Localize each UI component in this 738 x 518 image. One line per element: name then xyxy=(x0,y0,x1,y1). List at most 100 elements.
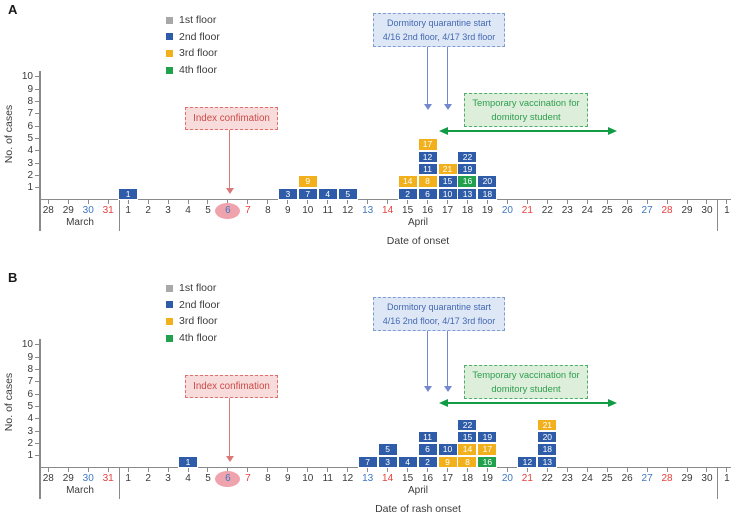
legend-item-1st-floor: 1st floor xyxy=(166,280,220,297)
legend-label: 3rd floor xyxy=(179,47,218,60)
case-box: 10 xyxy=(437,187,458,200)
x-tick-label: 26 xyxy=(621,204,633,216)
x-tick xyxy=(427,200,429,204)
x-tick-label: 1 xyxy=(125,204,131,216)
x-tick xyxy=(187,200,189,204)
x-tick-label: 11 xyxy=(322,204,333,216)
x-tick-label: 28 xyxy=(661,472,673,484)
case-box: 8 xyxy=(457,455,478,468)
case-box: 6 xyxy=(417,443,438,456)
quarantine-text-line1: Dormitory quarantine start xyxy=(386,302,492,312)
case-box: 17 xyxy=(477,443,498,456)
case-box: 10 xyxy=(437,443,458,456)
y-tick-label: 7 xyxy=(27,376,33,388)
x-tick-label: 4 xyxy=(185,472,191,484)
quarantine-callout: Dormitory quarantine start 4/16 2nd floo… xyxy=(373,297,505,331)
y-tick-label: 6 xyxy=(27,120,33,132)
x-tick xyxy=(367,468,369,472)
x-tick xyxy=(586,468,588,472)
quarantine-text-line2: 4/16 2nd floor, 4/17 3rd floor xyxy=(382,316,496,326)
case-box: 7 xyxy=(297,187,318,200)
legend-label: 3rd floor xyxy=(179,315,218,328)
quarantine-text-line1: Dormitory quarantine start xyxy=(386,18,492,28)
month-separator xyxy=(716,200,718,231)
x-tick-label: 2 xyxy=(145,472,151,484)
x-tick-label: 23 xyxy=(561,472,573,484)
x-tick xyxy=(207,200,209,204)
x-tick xyxy=(207,468,209,472)
panel-a: A 1st floor 2nd floor 3rd floor 4th floo… xyxy=(3,2,731,247)
x-tick-label: 19 xyxy=(481,204,493,216)
x-tick xyxy=(466,468,468,472)
month-label-april: April xyxy=(407,485,428,496)
x-tick-label: 23 xyxy=(561,204,573,216)
x-tick xyxy=(247,200,249,204)
legend-swatch-2nd-floor-icon xyxy=(166,301,173,309)
x-tick xyxy=(287,468,289,472)
panel-b-label: B xyxy=(8,270,18,285)
x-tick-label: 7 xyxy=(245,472,251,484)
x-tick-label: 30 xyxy=(701,472,713,484)
x-tick xyxy=(506,468,508,472)
vaccination-callout: Temporary vaccination for domitory stude… xyxy=(464,365,588,399)
legend-item-4th-floor: 4th floor xyxy=(166,62,220,79)
x-tick-label: 30 xyxy=(82,204,94,216)
y-tick-label: 4 xyxy=(27,413,33,425)
x-tick-label: 29 xyxy=(681,472,693,484)
x-tick xyxy=(506,200,508,204)
x-tick xyxy=(407,468,409,472)
legend-label: 2nd floor xyxy=(179,30,220,43)
x-tick xyxy=(666,468,668,472)
x-tick-label: 15 xyxy=(402,204,414,216)
y-tick xyxy=(35,174,40,176)
y-tick-label: 8 xyxy=(27,363,33,375)
index-confirmation-text: Index confimation xyxy=(193,381,270,392)
x-tick-label: 1 xyxy=(125,472,131,484)
case-box: 5 xyxy=(377,443,398,456)
case-box: 3 xyxy=(377,455,398,468)
index-arrow xyxy=(229,130,231,188)
case-box: 18 xyxy=(477,187,498,200)
legend-swatch-4th-floor-icon xyxy=(166,334,173,342)
quarantine-arrowhead xyxy=(443,386,452,392)
legend-item-2nd-floor: 2nd floor xyxy=(166,29,220,46)
y-tick xyxy=(35,100,40,102)
legend-swatch-1st-floor-icon xyxy=(166,284,173,292)
x-tick-label: 6 xyxy=(225,204,231,216)
x-tick xyxy=(347,468,349,472)
x-tick-label: 31 xyxy=(102,204,114,216)
case-box: 1 xyxy=(178,455,199,468)
x-tick xyxy=(447,200,448,204)
x-tick-label: 16 xyxy=(421,472,434,484)
y-tick xyxy=(35,430,40,432)
x-tick xyxy=(447,468,448,472)
y-tick xyxy=(35,150,40,152)
x-tick xyxy=(327,468,329,472)
x-tick xyxy=(67,200,69,204)
quarantine-arrow xyxy=(426,331,429,386)
x-tick xyxy=(466,200,468,204)
x-tick xyxy=(267,468,269,472)
legend-item-2nd-floor: 2nd floor xyxy=(166,297,220,314)
month-label-april: April xyxy=(407,217,428,228)
x-tick-label: 28 xyxy=(661,204,673,216)
x-tick xyxy=(87,468,89,472)
legend-swatch-2nd-floor-icon xyxy=(166,33,173,41)
x-tick-label: 15 xyxy=(402,472,414,484)
quarantine-arrowhead xyxy=(443,104,452,110)
x-tick-label: 14 xyxy=(382,204,394,216)
x-tick xyxy=(686,200,688,204)
legend-item-4th-floor: 4th floor xyxy=(166,330,220,347)
x-tick xyxy=(287,200,289,204)
case-box: 2 xyxy=(417,455,438,468)
x-tick-label: 9 xyxy=(285,472,291,484)
quarantine-arrowhead xyxy=(423,104,432,110)
legend-swatch-3rd-floor-icon xyxy=(166,317,173,325)
x-tick-label: 3 xyxy=(165,472,171,484)
x-tick xyxy=(127,468,129,472)
x-tick xyxy=(307,468,309,472)
y-tick-label: 5 xyxy=(27,400,33,412)
y-tick-label: 3 xyxy=(27,157,33,169)
x-tick xyxy=(526,200,528,204)
y-tick-label: 2 xyxy=(27,169,33,181)
